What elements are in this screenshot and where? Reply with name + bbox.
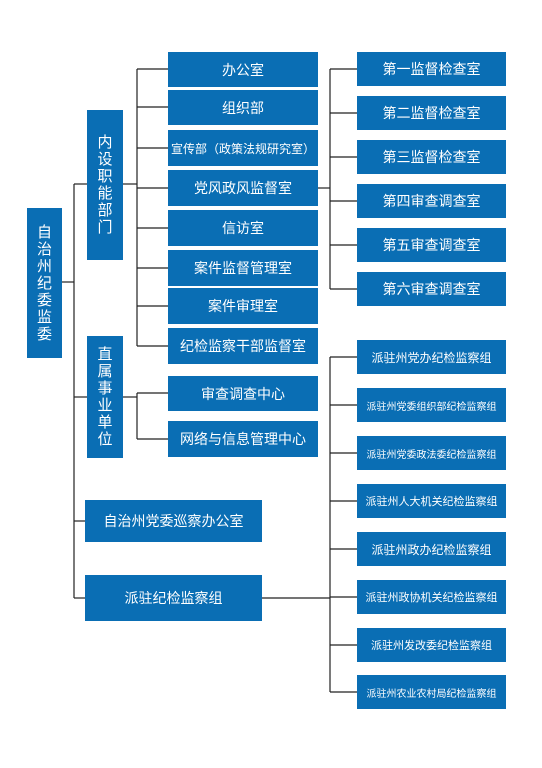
node-dept-3: 宣传部（政策法规研究室） [168,130,318,166]
node-inst-1: 审查调查中心 [168,376,318,411]
node-dept-7: 案件审理室 [168,288,318,324]
node-office-1: 第一监督检查室 [357,52,506,86]
node-group-2: 派驻州党委组织部纪检监察组 [357,388,506,422]
node-internal-departments: 内设职能部门 [87,110,123,260]
node-office-6: 第六审查调查室 [357,272,506,306]
node-inspection-office: 自治州党委巡察办公室 [85,500,262,542]
node-dept-4: 党风政风监督室 [168,170,318,206]
node-dept-8: 纪检监察干部监督室 [168,328,318,364]
node-office-4: 第四审查调查室 [357,184,506,218]
node-group-8: 派驻州农业农村局纪检监察组 [357,675,506,709]
node-group-5: 派驻州政办纪检监察组 [357,532,506,566]
node-dept-6: 案件监督管理室 [168,250,318,286]
node-group-6: 派驻州政协机关纪检监察组 [357,580,506,614]
node-dept-1: 办公室 [168,52,318,87]
node-dept-5: 信访室 [168,210,318,246]
node-group-1: 派驻州党办纪检监察组 [357,340,506,374]
node-stationed-groups: 派驻纪检监察组 [85,575,262,621]
node-office-3: 第三监督检查室 [357,140,506,174]
node-office-5: 第五审查调查室 [357,228,506,262]
node-affiliated-institutions: 直属事业单位 [87,336,123,458]
node-office-2: 第二监督检查室 [357,96,506,130]
node-group-4: 派驻州人大机关纪检监察组 [357,484,506,518]
node-inst-2: 网络与信息管理中心 [168,421,318,457]
node-group-3: 派驻州党委政法委纪检监察组 [357,436,506,470]
node-dept-2: 组织部 [168,90,318,125]
node-group-7: 派驻州发改委纪检监察组 [357,628,506,662]
root-node: 自治州纪委监委 [27,208,62,358]
